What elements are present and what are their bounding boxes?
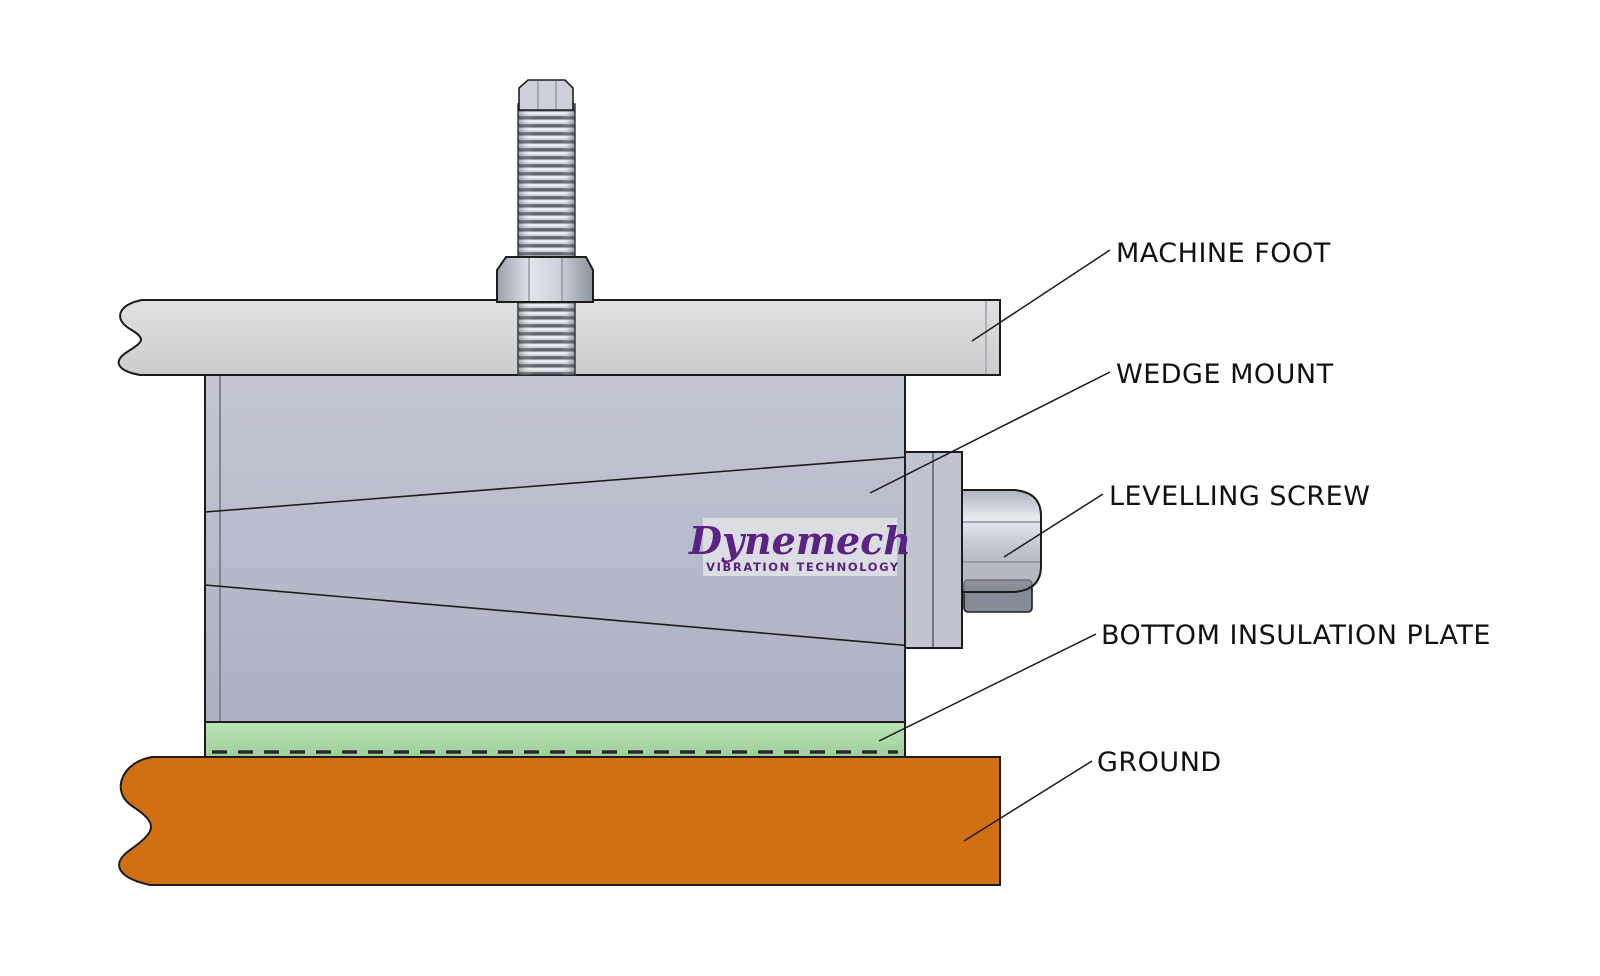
wedge-line-upper	[204, 454, 933, 513]
leader-line-ground	[963, 760, 1093, 842]
stud-top-cap	[518, 79, 574, 111]
leader-line-wedge-mount	[869, 371, 1111, 494]
label-wedge-mount: WEDGE MOUNT	[1116, 359, 1334, 390]
leader-line-machine-foot	[971, 249, 1111, 342]
logo-background	[703, 518, 897, 576]
ground-slab	[118, 756, 1001, 886]
levelling-screw-bolt	[961, 489, 1042, 593]
leader-line-levelling-screw	[1003, 493, 1104, 558]
label-levelling-screw: LEVELLING SCREW	[1109, 481, 1370, 512]
dynemech-logo: Dynemech VIBRATION TECHNOLOGY	[688, 518, 911, 576]
logo-brand-text: Dynemech	[688, 518, 911, 563]
wedge-line-lower	[204, 584, 937, 649]
threaded-stud-shading	[518, 104, 575, 375]
hex-nut	[496, 256, 594, 303]
leader-line-bottom-insulation-plate	[878, 633, 1097, 742]
label-bottom-insulation-plate: BOTTOM INSULATION PLATE	[1101, 620, 1491, 651]
logo-tagline-text: VIBRATION TECHNOLOGY	[706, 560, 900, 574]
label-ground: GROUND	[1097, 747, 1222, 778]
label-machine-foot: MACHINE FOOT	[1116, 238, 1331, 269]
